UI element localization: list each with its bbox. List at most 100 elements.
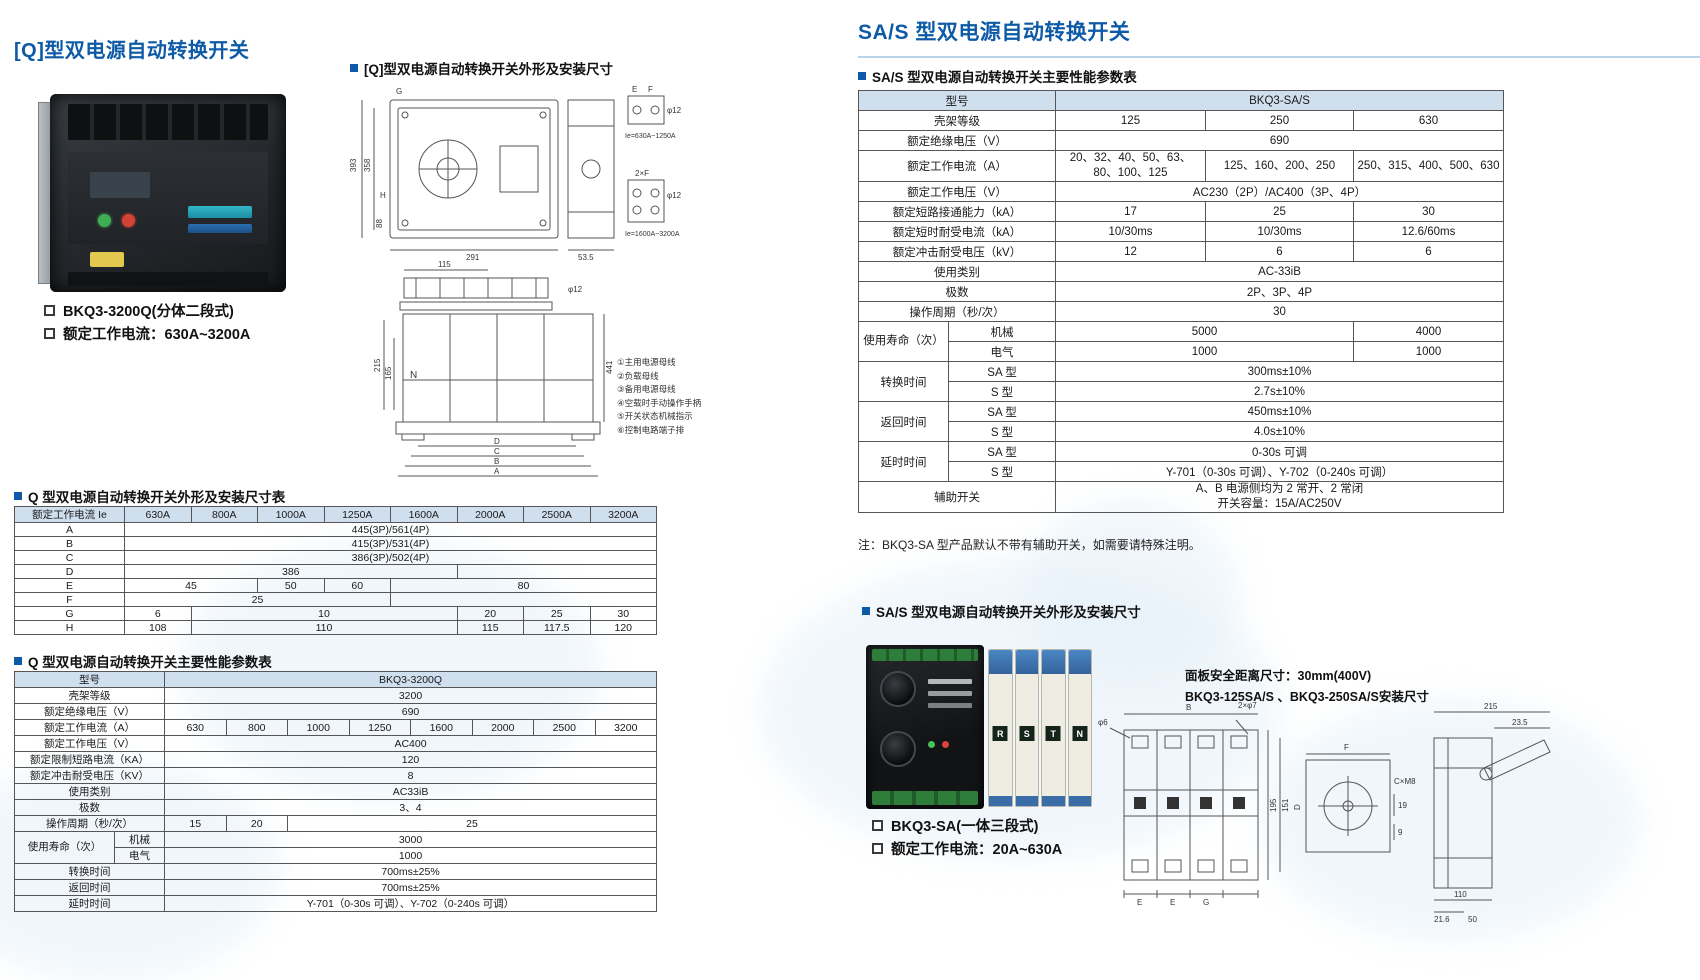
cell: 125: [1055, 110, 1206, 131]
sa-perf-table-header: SA/S 型双电源自动转换开关主要性能参数表: [858, 66, 1137, 86]
cell: 45: [124, 578, 258, 593]
cell: 10: [190, 606, 458, 621]
table-row: 壳架等级 3200: [14, 687, 658, 704]
cell: 30: [1353, 201, 1504, 222]
column-header: 630A: [124, 506, 192, 523]
label-line: [928, 703, 972, 708]
cell: 2.7s±10%: [1055, 381, 1504, 402]
table-row: 辅助开关 A、B 电源侧均为 2 常开、2 常闭 开关容量：15A/AC250V: [858, 481, 1504, 513]
cell: A、B 电源侧均为 2 常开、2 常闭 开关容量：15A/AC250V: [1055, 481, 1504, 513]
bullet-text: 额定工作电流：20A~630A: [891, 842, 1063, 858]
dim-label: 115: [438, 260, 451, 269]
cell: 110: [190, 620, 458, 635]
row-sublabel: S 型: [948, 421, 1056, 442]
cell: 300ms±10%: [1055, 361, 1504, 382]
cell: 50: [257, 578, 325, 593]
module-pole: S: [1014, 649, 1039, 807]
table-row: G 6 10 20 25 30: [14, 606, 657, 621]
column-header: 800A: [190, 506, 258, 523]
cell: 8: [163, 767, 658, 784]
section-title-text: Q 型双电源自动转换开关外形及安装尺寸表: [28, 490, 286, 505]
cell: 1000: [287, 719, 350, 736]
base-strip: [68, 272, 268, 286]
cell: 6: [124, 606, 192, 621]
rating-label: [90, 252, 124, 267]
cell: 386: [124, 564, 458, 579]
section-bullet-icon: [862, 607, 870, 615]
row-label: 使用寿命（次）: [14, 831, 115, 864]
cell: 25: [523, 606, 591, 621]
dim-label: C×M8: [1394, 777, 1416, 786]
dim-label: φ6: [1098, 718, 1108, 727]
cell: 12: [1055, 241, 1206, 262]
cell: 20: [456, 606, 524, 621]
cell: 17: [1055, 201, 1206, 222]
table-row: 操作周期（秒/次） 30: [858, 301, 1504, 322]
checkbox-icon: [872, 843, 883, 854]
panel-note-line1: 面板安全距离尺寸：30mm(400V): [1185, 669, 1372, 683]
cell: 690: [163, 703, 658, 720]
table-row: 额定工作电压（V） AC230（2P）/AC400（3P、4P）: [858, 181, 1504, 202]
cell: 700ms±25%: [163, 879, 658, 896]
cell: 20: [225, 815, 288, 832]
dim-label: F: [1344, 743, 1349, 752]
bullet-row: BKQ3-3200Q(分体二段式): [44, 299, 250, 322]
table-row: 额定工作电流（A） 630 800 1000 1250 1600 2000 25…: [14, 719, 658, 736]
row-sublabel: SA 型: [948, 401, 1056, 422]
row-label: D: [14, 564, 125, 579]
cell: 250、315、400、500、630: [1353, 150, 1504, 182]
q-product-photo: [38, 94, 286, 292]
module-cap: [1068, 650, 1091, 674]
sa-drawing-header: SA/S 型双电源自动转换开关外形及安装尺寸: [862, 601, 1141, 621]
row-label: 额定工作电流（A）: [858, 150, 1056, 182]
row-label: 壳架等级: [858, 110, 1056, 131]
row-label: 极数: [858, 281, 1056, 302]
cell: 6: [1353, 241, 1504, 262]
table-row: 使用寿命（次） 机械 5000 4000: [858, 321, 1504, 362]
module-pole: R: [988, 649, 1013, 807]
empty-cell: [390, 592, 657, 607]
table-row: 延时时间 SA 型 0-30s 可调: [858, 441, 1504, 482]
dim-label: 151: [1281, 798, 1290, 812]
row-label: 转换时间: [858, 361, 949, 402]
cell: 120: [589, 620, 657, 635]
dim-label: 441: [605, 360, 614, 374]
legend-item: ⑤开关状态机械指示: [617, 411, 693, 421]
phase-label: S: [1019, 726, 1035, 741]
row-label: 额定绝缘电压（V）: [14, 703, 165, 720]
table-row: B 415(3P)/531(4P): [14, 536, 657, 551]
cell: 450ms±10%: [1055, 401, 1504, 422]
empty-cell: [456, 564, 657, 579]
sa-section-title-wrap: SA/S 型双电源自动转换开关: [858, 16, 1700, 58]
cell: 125、160、200、250: [1205, 150, 1354, 182]
section-title-text: SA/S 型双电源自动转换开关主要性能参数表: [872, 70, 1137, 85]
table-row: E 45 50 60 80: [14, 578, 657, 593]
column-header: 3200A: [589, 506, 657, 523]
dim-label: 358: [363, 158, 372, 172]
column-header: 2500A: [523, 506, 591, 523]
row-label: 返回时间: [14, 879, 165, 896]
green-led: [928, 741, 935, 748]
q-dimension-table: 额定工作电流 Ie 630A 800A 1000A 1250A 1600A 20…: [14, 506, 657, 635]
row-label: 额定冲击耐受电压（KV）: [14, 767, 165, 784]
row-label: 额定绝缘电压（V）: [858, 130, 1056, 151]
row-label: 操作周期（秒/次）: [14, 815, 165, 832]
row-label: 型号: [858, 90, 1056, 111]
row-label: E: [14, 578, 125, 593]
cell: 108: [124, 620, 192, 635]
handle-bar: [188, 206, 252, 218]
cell: 3000: [163, 831, 658, 848]
row-sublabel: S 型: [948, 461, 1056, 482]
module-foot: [1015, 796, 1038, 806]
table-row: 额定短路接通能力（kA） 17 25 30: [858, 201, 1504, 222]
table-row: 额定冲击耐受电压（KV） 8: [14, 767, 658, 784]
cell: Y-701（0-30s 可调）、Y-702（0-240s 可调）: [1055, 461, 1504, 482]
row-sublabel: SA 型: [948, 441, 1056, 462]
legend-item: ③备用电源母线: [617, 384, 676, 394]
cell: 386(3P)/502(4P): [124, 550, 657, 565]
cell: 60: [323, 578, 391, 593]
dim-label: 2×F: [635, 169, 649, 178]
dim-label: G: [1203, 898, 1209, 907]
dim-label: A: [494, 467, 500, 476]
cell: 117.5: [523, 620, 591, 635]
